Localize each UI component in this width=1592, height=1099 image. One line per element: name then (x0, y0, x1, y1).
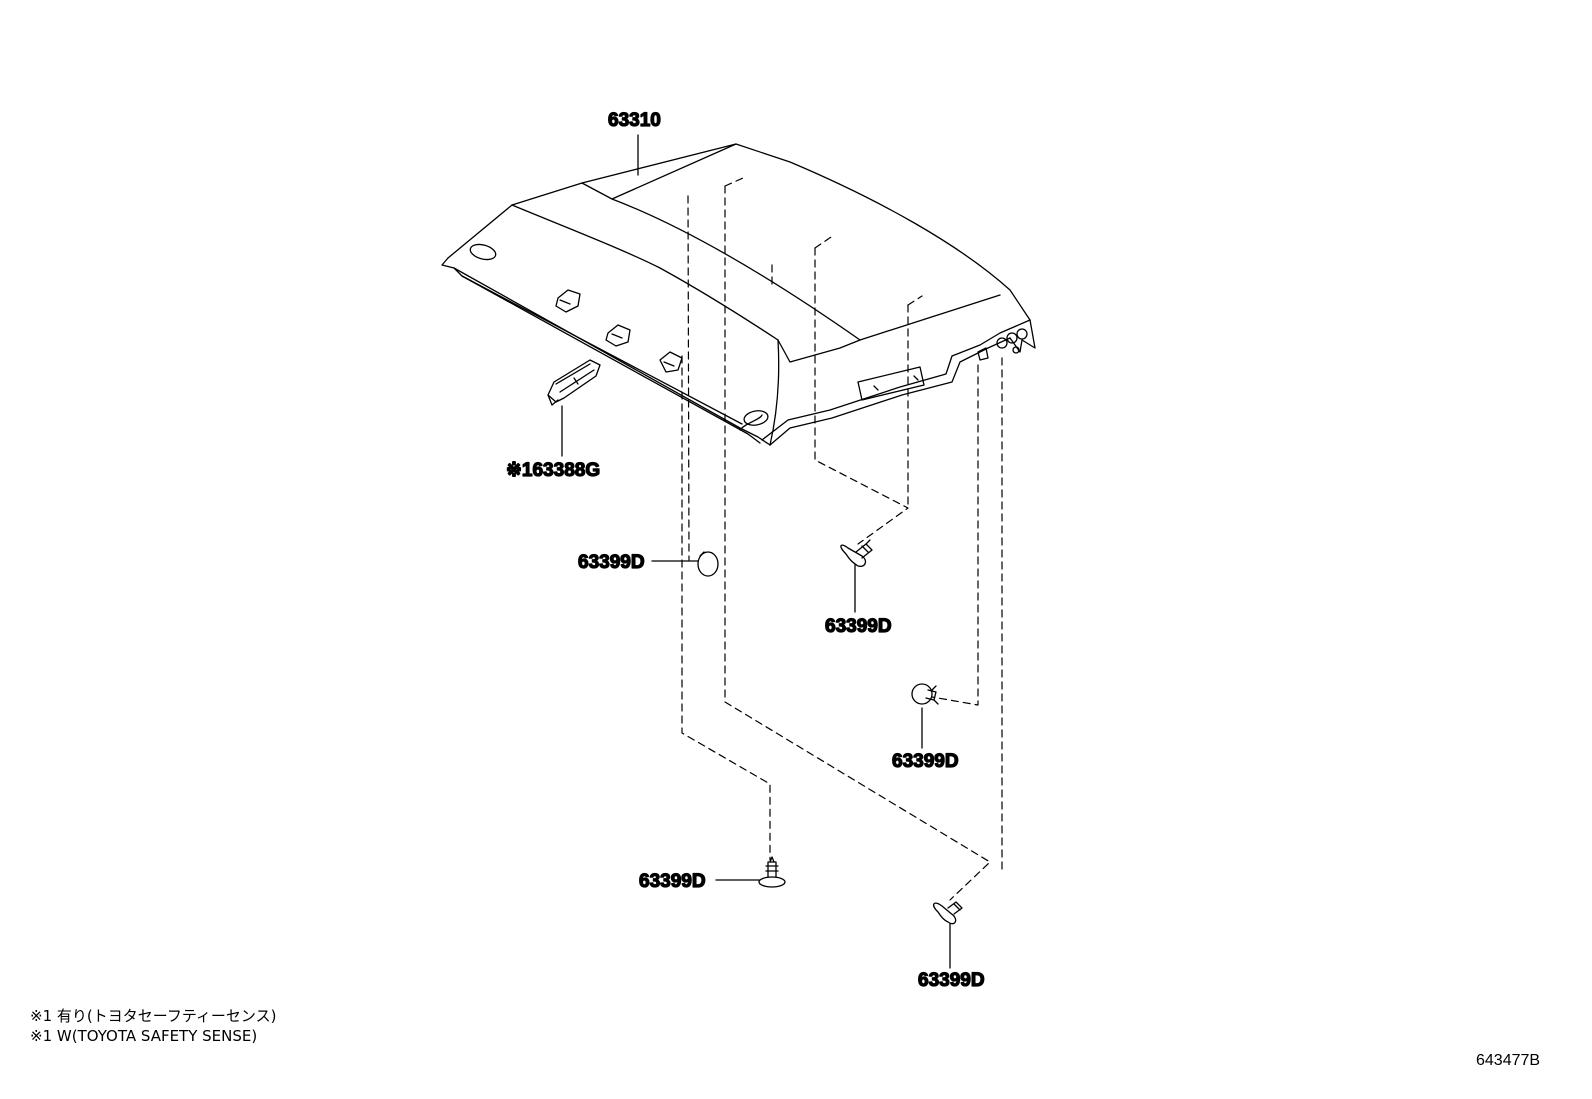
headliner-drawing (441, 143, 1036, 446)
clip-bottom-right-drawing (933, 901, 963, 925)
leader-lines (561, 134, 951, 969)
label-63399d-upper-right: 63399D (825, 616, 892, 637)
clip-bottom-center-drawing (758, 856, 786, 888)
bracket-drawing (547, 359, 601, 406)
label-63310: 63310 (608, 110, 661, 131)
label-63399d-bottom-center: 63399D (639, 871, 706, 892)
clip-upper-right-drawing (840, 539, 873, 567)
footnote-japanese: ※1 有り(トヨタセーフティーセンス) (30, 1007, 277, 1025)
clip-left-drawing (697, 551, 719, 577)
label-63399d-left: 63399D (578, 552, 645, 573)
label-63399d-middle-right: 63399D (892, 751, 959, 772)
label-63399d-bottom-right: 63399D (918, 970, 985, 991)
diagram-id: 643477B (1476, 1052, 1541, 1069)
clip-middle-right-drawing (911, 683, 939, 705)
label-63388g: ※163388G (506, 460, 600, 481)
footnote-english: ※1 W(TOYOTA SAFETY SENSE) (30, 1027, 258, 1045)
guide-lines (681, 177, 1003, 901)
